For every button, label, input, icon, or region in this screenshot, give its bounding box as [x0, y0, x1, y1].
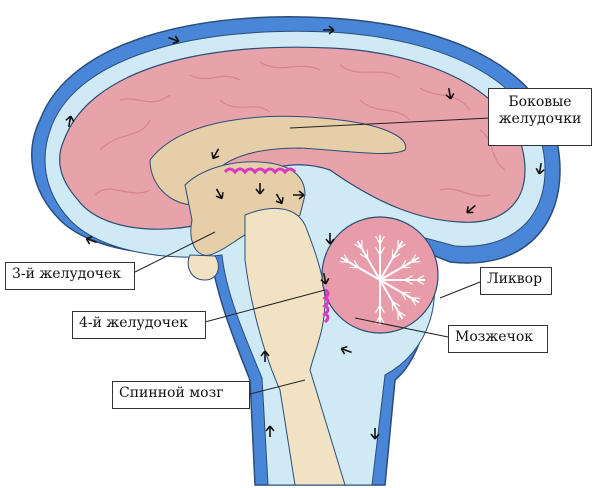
- label-cerebellum-text: Мозжечок: [455, 329, 533, 345]
- arbor-twig: [410, 253, 417, 263]
- cerebellum-group: [321, 216, 439, 334]
- flow-arrow: [466, 204, 476, 214]
- label-fourth-ventricle: 4-й желудочек: [72, 311, 206, 339]
- flow-arrow: [255, 183, 265, 195]
- pituitary: [187, 254, 219, 281]
- arbor-branch: [379, 240, 404, 281]
- label-lateral-ventricles: Боковые желудочки: [488, 88, 592, 146]
- arbor-twig: [353, 243, 363, 250]
- leader-cerebellum: [354, 317, 449, 338]
- label-third-ventricle: 3-й желудочек: [5, 262, 135, 290]
- arbor-twig: [400, 259, 407, 268]
- leader-fourth: [204, 289, 326, 323]
- label-fourth-ventricle-text: 4-й желудочек: [79, 315, 189, 331]
- arbor-twig: [379, 247, 385, 256]
- label-csf: Ликвор: [480, 267, 552, 295]
- gyrus-line: [189, 74, 241, 81]
- flow-arrow: [168, 35, 180, 45]
- gyrus-line: [259, 61, 321, 71]
- gyrus-line: [119, 94, 171, 103]
- arbor-twig: [375, 235, 381, 245]
- gyrus-line: [219, 99, 271, 113]
- gyrus-line: [479, 129, 506, 171]
- leader-lines: [134, 117, 491, 395]
- flow-arrow: [320, 272, 330, 285]
- flow-arrow: [535, 162, 545, 175]
- arbor-twig: [397, 243, 407, 250]
- flow-arrow: [340, 345, 352, 355]
- flow-arrow: [265, 425, 275, 437]
- arbor-twig: [375, 304, 381, 313]
- flow-arrow: [65, 115, 75, 128]
- gyrus-line: [339, 64, 401, 79]
- gyri-lines: [94, 61, 506, 197]
- leader-third: [134, 231, 216, 273]
- arbor-twig: [400, 292, 407, 301]
- arbor-twig: [379, 235, 385, 245]
- label-third-ventricle-text: 3-й желудочек: [12, 266, 122, 282]
- gyrus-line: [94, 188, 151, 196]
- flow-arrow: [275, 193, 284, 205]
- leader-lateral: [289, 117, 491, 129]
- choroid-plexus-lateral: [223, 167, 297, 175]
- label-lateral-ventricles-line2: желудочки: [498, 111, 582, 127]
- leader-csf: [439, 281, 481, 299]
- arbor-branch: [340, 256, 381, 281]
- arbor-twig: [375, 247, 381, 256]
- arbor-twig: [379, 315, 385, 325]
- arbor-twig: [404, 279, 413, 285]
- gyrus-line: [99, 119, 151, 151]
- flow-arrow: [211, 148, 220, 160]
- flow-arrow: [370, 428, 380, 440]
- arbor-twig: [392, 253, 401, 260]
- arbor-twig: [404, 275, 413, 281]
- arbor-branch: [356, 240, 381, 281]
- arbor-branch: [379, 256, 420, 281]
- flow-arrow: [215, 188, 224, 200]
- arbor-twig: [359, 253, 368, 260]
- arbor-twig: [353, 259, 360, 268]
- label-lateral-ventricles-line1: Боковые: [508, 94, 572, 110]
- arbor-vitae: [339, 235, 425, 325]
- flow-arrow: [325, 233, 335, 245]
- label-spinal-cord-text: Спинной мозг: [119, 385, 224, 401]
- flow-arrow: [293, 190, 305, 200]
- flow-arrow: [85, 235, 97, 245]
- gyrus-line: [439, 188, 491, 197]
- arbor-twig: [397, 310, 407, 317]
- choroid-plexus-fourth: [322, 288, 330, 324]
- leader-spinal: [249, 379, 306, 395]
- arbor-twig: [415, 275, 425, 281]
- flow-arrow: [323, 25, 335, 35]
- flow-arrow: [260, 350, 270, 362]
- label-csf-text: Ликвор: [487, 271, 543, 287]
- arbor-branch: [379, 279, 420, 304]
- arbor-twig: [410, 297, 417, 307]
- arbor-twig: [392, 300, 401, 307]
- arbor-twig: [343, 253, 350, 263]
- flow-arrow: [445, 87, 455, 100]
- brainstem-spinal-cord: [244, 207, 346, 486]
- gyrus-line: [359, 99, 411, 121]
- arbor-branch: [379, 279, 404, 320]
- flow-arrows: [65, 25, 545, 440]
- arbor-twig: [415, 279, 425, 285]
- arbor-twig: [379, 304, 385, 313]
- label-cerebellum: Мозжечок: [448, 325, 548, 353]
- label-spinal-cord: Спинной мозг: [112, 381, 250, 409]
